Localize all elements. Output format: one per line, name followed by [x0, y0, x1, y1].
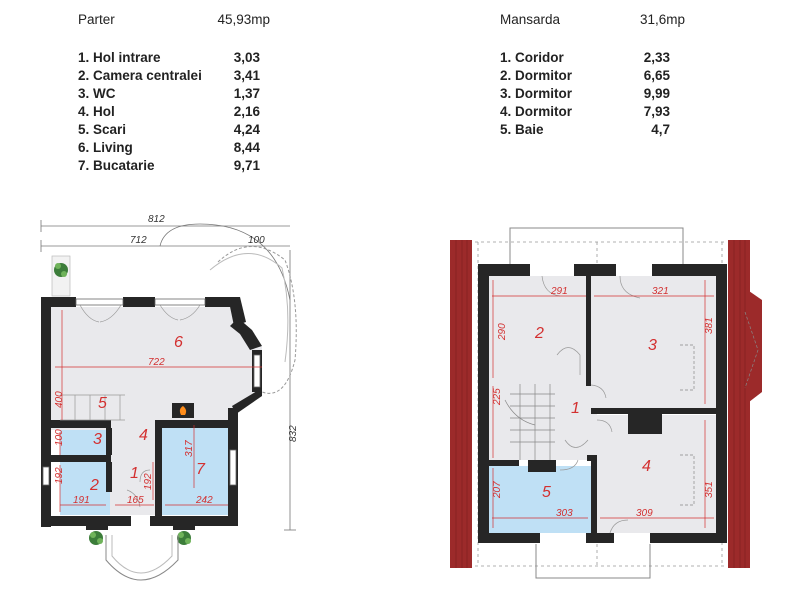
mansarda-stairwell [489, 384, 557, 460]
mansarda-walls [478, 264, 727, 543]
dim-hall-height: 192 [143, 473, 154, 490]
dim-inner-width: 712 [130, 235, 147, 246]
mansarda-room-label-5: 5 [542, 484, 551, 501]
dim-hall-width: 165 [127, 495, 144, 506]
parter-entrance-steps-inner [111, 535, 173, 574]
parter-room-1 [110, 430, 160, 515]
flame-icon [179, 406, 187, 415]
dim-height: 832 [288, 425, 299, 442]
parter-room-label-3: 3 [93, 431, 102, 448]
plant-icon [177, 531, 191, 545]
parter-room-label-2: 2 [89, 477, 99, 494]
mansarda-total: 31,6mp [639, 12, 685, 27]
dim-r2-height: 290 [497, 323, 508, 341]
dim-stair-height: 400 [54, 391, 65, 408]
dim-r5-width: 303 [556, 508, 573, 519]
dim-kitchen-width: 242 [195, 495, 213, 506]
mansarda-plan: 291 290 321 381 225 207 303 309 351 2 3 … [450, 227, 762, 579]
parter-room-2 [60, 462, 110, 515]
mansarda-room-4 [597, 415, 716, 533]
roof-left [450, 240, 472, 568]
parter-room-label-1: 1 [130, 465, 139, 482]
mansarda-room-label-1: 1 [571, 400, 580, 417]
mansarda-room-label-3: 3 [648, 337, 657, 354]
dim-wc-height: 100 [54, 429, 65, 446]
parter-top-dimensions [40, 220, 296, 531]
mansarda-room-label-2: 2 [534, 325, 544, 342]
parter-header: Parter 45,93mp [78, 11, 270, 29]
dim-boiler-width: 191 [73, 495, 90, 506]
dim-stair-height: 225 [492, 388, 503, 406]
parter-total: 45,93mp [217, 12, 270, 27]
roof-tiles [455, 240, 746, 568]
parter-door-swings [79, 304, 201, 508]
parter-title: Parter [78, 12, 115, 27]
mansarda-interior-dimensions [492, 280, 714, 528]
mansarda-stairs [504, 384, 555, 460]
mansarda-title: Mansarda [500, 12, 561, 27]
parter-room-6 [51, 307, 262, 420]
mansarda-room-label-4: 4 [642, 458, 651, 475]
parter-room-label-6: 6 [174, 334, 183, 351]
parter-room-label-5: 5 [98, 395, 107, 412]
mansarda-skylights [680, 311, 759, 506]
mansarda-header: Mansarda 31,6mp [500, 11, 685, 29]
dim-r4-height: 351 [704, 481, 715, 498]
dim-overall-width: 812 [148, 214, 165, 225]
plant-icon [89, 531, 103, 545]
dim-r2-width: 291 [550, 286, 568, 297]
mansarda-room-3 [590, 276, 716, 408]
plant-icon [51, 255, 71, 297]
dim-r4-width: 309 [636, 508, 653, 519]
dim-r3-width: 321 [652, 286, 669, 297]
mansarda-door-swings [541, 275, 641, 534]
parter-bay-outline [217, 246, 297, 394]
dim-bay: 100 [248, 235, 265, 246]
dim-r3-height: 381 [704, 317, 715, 334]
dim-kitchen-height: 317 [184, 440, 195, 457]
dim-boiler-height: 192 [54, 467, 65, 484]
mansarda-room-5 [489, 466, 591, 533]
parter-room-7 [162, 420, 230, 515]
parter-entrance-steps [105, 535, 179, 581]
parter-room-label-7: 7 [196, 461, 206, 478]
parter-windows [42, 298, 261, 486]
parter-stairs [60, 394, 125, 421]
balcony-top [509, 227, 684, 264]
parter-interior-dimensions [55, 310, 262, 512]
parter-room-3 [60, 430, 110, 455]
dim-r5-height: 207 [492, 481, 503, 499]
balcony-bottom [535, 544, 651, 579]
parter-plan: 812 712 100 832 [40, 214, 299, 581]
parter-room-label-4: 4 [139, 427, 148, 444]
dim-living-width: 722 [148, 357, 165, 368]
parter-bay-line [209, 253, 289, 363]
roof-dormer [736, 282, 762, 412]
